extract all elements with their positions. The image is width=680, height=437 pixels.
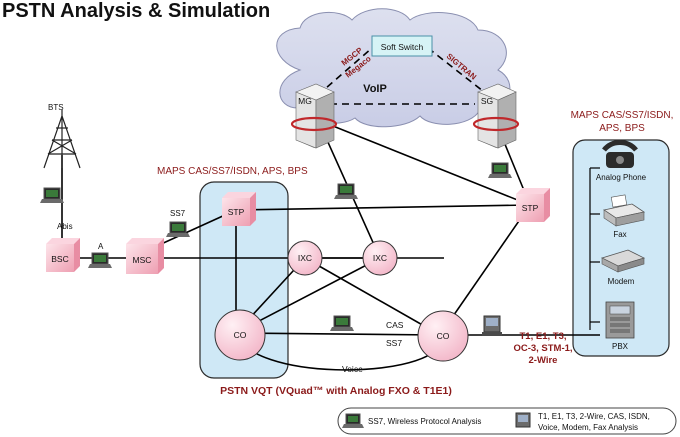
abis-label: Abis: [57, 222, 73, 231]
legend-laptop-icon: [342, 413, 364, 428]
ss7-mid-label: SS7: [386, 338, 402, 348]
co-left-node: [214, 309, 266, 361]
maps-device-panel: [572, 139, 670, 357]
legend-item-2-line-2: Voice, Modem, Fax Analysis: [538, 423, 638, 432]
voip-label: VoIP: [363, 83, 387, 95]
device-pbx-label: PBX: [612, 342, 629, 351]
sg-label: SG: [481, 96, 493, 106]
ixc-2-node: [362, 240, 398, 276]
pstn-vqt-caption: PSTN VQT (VQuad™ with Analog FXO & T1E1): [220, 385, 452, 397]
ss7-left-label: SS7: [170, 209, 186, 218]
voip-cloud: [276, 8, 511, 128]
legend-analyzer-icon: [515, 412, 531, 428]
maps-right-line-1: MAPS CAS/SS7/ISDN,: [571, 110, 674, 121]
device-analog-phone-label: Analog Phone: [596, 173, 647, 182]
legend-box: [337, 407, 677, 435]
interfaces-line-2: OC-3, STM-1,: [513, 343, 572, 354]
modem-icon: [600, 249, 646, 273]
maps-right-line-2: APS, BPS: [599, 123, 645, 134]
laptop-icon-cas: [330, 315, 354, 331]
bts-label: BTS: [48, 103, 64, 112]
stp-right-node: [516, 188, 550, 222]
ixc-1-label: IXC: [298, 253, 312, 263]
ixc-2-label: IXC: [373, 253, 387, 263]
msc-node: [126, 238, 164, 274]
dashed-links: [317, 47, 489, 105]
device-modem-label: Modem: [608, 277, 635, 286]
mg-server-icon: [290, 83, 338, 149]
stp-left-label: STP: [228, 207, 245, 217]
laptop-icon-a: [88, 252, 112, 268]
legend-item-2-line-1: T1, E1, T3, 2-Wire, CAS, ISDN,: [538, 412, 650, 421]
fax-icon: [602, 194, 646, 227]
soft-switch: [371, 35, 433, 57]
bts-tower-icon: [43, 110, 81, 169]
maps-left-label: MAPS CAS/SS7/ISDN, APS, BPS: [157, 166, 308, 177]
page-title: PSTN Analysis & Simulation: [2, 0, 270, 22]
co-right-label: CO: [437, 331, 450, 341]
laptop-icon-abis: [40, 187, 64, 203]
soft-switch-label: Soft Switch: [381, 42, 424, 52]
ixc-1-node: [287, 240, 323, 276]
bsc-label: BSC: [51, 254, 68, 264]
bsc-node: [46, 238, 80, 272]
mg-label: MG: [298, 96, 312, 106]
a-link-label: A: [98, 242, 104, 251]
sg-server-icon: [472, 83, 520, 149]
pbx-icon: [605, 301, 635, 339]
legend-item-1: SS7, Wireless Protocol Analysis: [368, 417, 481, 426]
cas-label: CAS: [386, 320, 404, 330]
co-left-label: CO: [234, 330, 247, 340]
interfaces-line-1: T1, E1, T3,: [520, 331, 567, 342]
laptop-icon-sg-link: [488, 162, 512, 178]
laptop-icon-stp-link: [334, 183, 358, 199]
device-fax-label: Fax: [613, 230, 626, 239]
msc-label: MSC: [133, 255, 152, 265]
voice-label: Voice: [342, 364, 363, 374]
laptop-icon-ss7: [166, 221, 190, 237]
stp-right-label: STP: [522, 203, 539, 213]
analyzer-icon-t1e1: [482, 315, 502, 336]
stp-left-node: [222, 192, 256, 226]
analog-phone-icon: [602, 140, 638, 168]
interfaces-line-3: 2-Wire: [529, 355, 558, 366]
co-right-node: [417, 310, 469, 362]
